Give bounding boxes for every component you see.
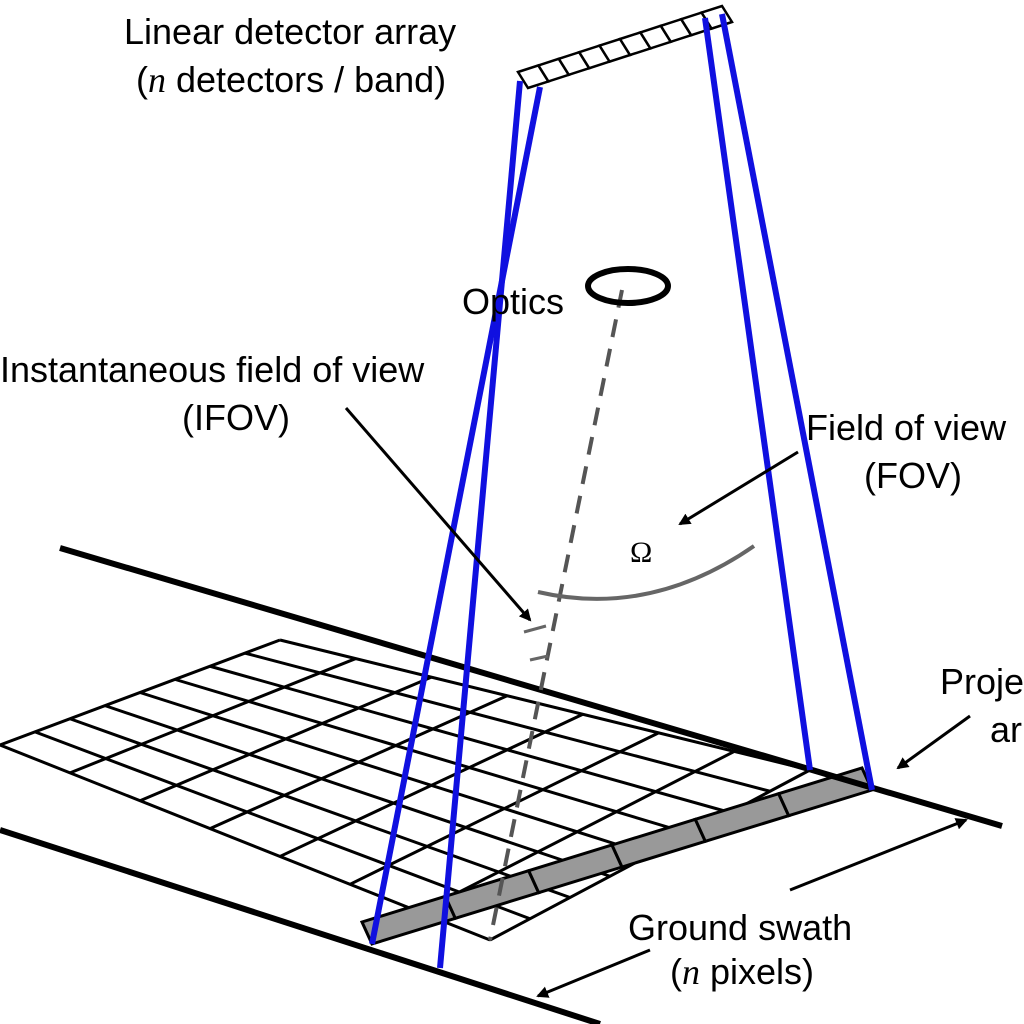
swath-pixel — [443, 868, 541, 921]
projected-array-label-line2: array — [990, 709, 1024, 750]
grid-line-row — [69, 717, 571, 899]
grid-line-col — [69, 657, 357, 775]
grid-line-row — [139, 691, 651, 857]
detector-array-subtitle: (n detectors / band) — [136, 59, 446, 100]
ifov-label-line1: Instantaneous field of view — [0, 349, 425, 390]
ground-swath-sublabel: (n pixels) — [670, 951, 814, 992]
nadir-dashed-line — [488, 289, 624, 941]
swath-arrow-left — [536, 948, 651, 998]
detector-array-title: Linear detector array — [124, 11, 456, 52]
grid-line-row — [279, 638, 811, 772]
grid-line-col — [349, 731, 660, 886]
ground-boundary-far — [59, 545, 1003, 829]
swath-pixel — [693, 791, 791, 844]
ground-boundary-near — [0, 827, 601, 1024]
ground-swath-row — [359, 766, 875, 946]
grid-line-col — [419, 750, 735, 914]
fov-ray-right — [719, 13, 875, 791]
ground-swath-label: Ground swath — [628, 907, 852, 948]
fov-leader-arrow — [678, 450, 799, 526]
grid-line-col — [209, 694, 508, 830]
grid-line-row — [104, 704, 611, 878]
ifov-label-line2: (IFOV) — [182, 397, 290, 438]
swath-pixel — [609, 817, 708, 869]
optics-lens-icon — [585, 266, 671, 306]
grid-line-col — [139, 675, 433, 803]
grid-line-row — [244, 651, 771, 793]
fov-label-line1: Field of view — [806, 407, 1007, 448]
projected-array-arrow — [896, 714, 971, 770]
grid-line-row — [209, 664, 731, 814]
fov-ray-left — [702, 17, 813, 771]
fov-angle-arc — [537, 544, 756, 601]
grid-line-col — [0, 638, 281, 747]
ifov-angle-marker — [523, 624, 549, 662]
fov-label-line2: (FOV) — [864, 455, 962, 496]
linear-detector-array — [516, 4, 734, 90]
ifov-leader-line — [344, 407, 532, 622]
optics-label: Optics — [462, 281, 564, 322]
grid-line-col — [279, 712, 584, 858]
ifov-ray-left — [369, 86, 543, 945]
swath-arrow-right — [789, 818, 968, 892]
grid-line-row — [174, 677, 691, 836]
projected-array-label-line1: Projected — [940, 661, 1024, 702]
ifov-ray-right — [437, 80, 523, 969]
omega-symbol: Ω — [630, 536, 652, 569]
